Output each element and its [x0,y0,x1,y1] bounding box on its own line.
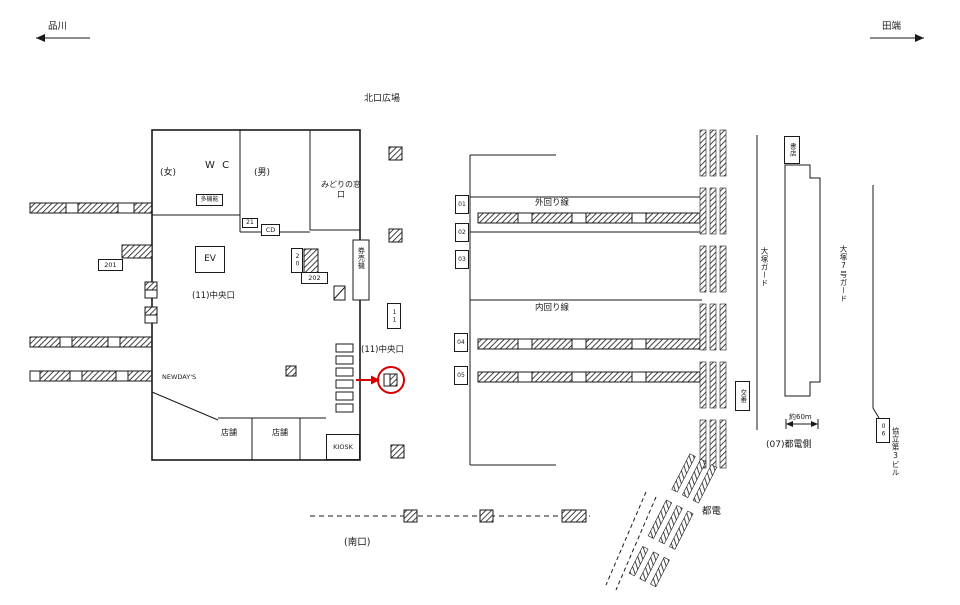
label-ticket-machines: 券売機 [357,247,366,270]
sign-20-box: 20 [291,248,303,273]
multifunction-toilet-box: 多機能 [196,194,223,206]
highlighted-location-marker [356,366,405,394]
sign-03-box: 03 [455,250,469,269]
label-north-plaza: 北口広場 [364,94,401,104]
label-central-gate-outside: (11)中央口 [361,345,404,355]
sign-11-box: 11 [387,303,401,329]
sign-06-box: 06 [876,418,890,443]
bookstore-box: 書店 [784,136,800,164]
sign-202-box: 202 [301,272,328,284]
label-inner-loop-line: 内回り線 [535,303,570,313]
label-central-gate-inside: (11)中央口 [192,291,235,301]
label-shop-1: 店舗 [221,428,237,437]
south-exit-sign-line [310,509,590,523]
label-newdays: NEWDAY'S [162,373,197,381]
platform-track-area [469,154,702,466]
label-toden: 都電 [702,506,722,517]
west-platform-sign-bars [29,202,153,382]
direction-label-shinagawa: 品川 [48,21,68,32]
kiosk-box: KIOSK [326,434,360,460]
tram-tracks-dashed [605,491,657,591]
east-side-structures [756,135,880,430]
sign-201-box: 201 [98,259,123,271]
sign-21-box: 21 [242,218,258,228]
station-building-outline [121,129,370,461]
left-direction-arrow [36,34,90,42]
label-mens-toilet: (男) [254,168,271,178]
sign-05-box: 05 [454,366,468,385]
cd-machine-box: CD [261,224,280,236]
sign-04-box: 04 [454,333,468,352]
sign-02-box: 02 [455,223,469,242]
label-approx-60m: 約60m [789,413,812,421]
label-toden-side: (07)都電側 [766,440,812,450]
right-direction-arrow [870,34,924,42]
label-wc: W C [205,160,232,171]
label-midori-ticket-window: みどりの窓口 [321,180,361,199]
label-otsuka-no7-guard: 大塚7号ガード [839,245,848,303]
ticket-gates [335,343,354,413]
direction-label-tabata: 田端 [882,21,902,32]
sign-01-box: 01 [455,195,469,214]
tram-tracks-diagonal [628,453,718,588]
label-otsuka-guard: 大塚ガード [760,247,769,287]
elevator-box: EV [195,246,225,273]
label-womens-toilet: (女) [160,168,177,178]
north-plaza-sign-boxes [388,146,405,459]
label-south-exit: (南口) [344,537,371,548]
label-kyoritsu-building: 協立第3ビル [891,427,900,477]
label-outer-loop-line: 外回り線 [535,198,570,208]
rail-tracks-vertical [699,129,727,469]
label-shop-2: 店舗 [272,428,288,437]
police-box: 交番 [735,381,750,411]
